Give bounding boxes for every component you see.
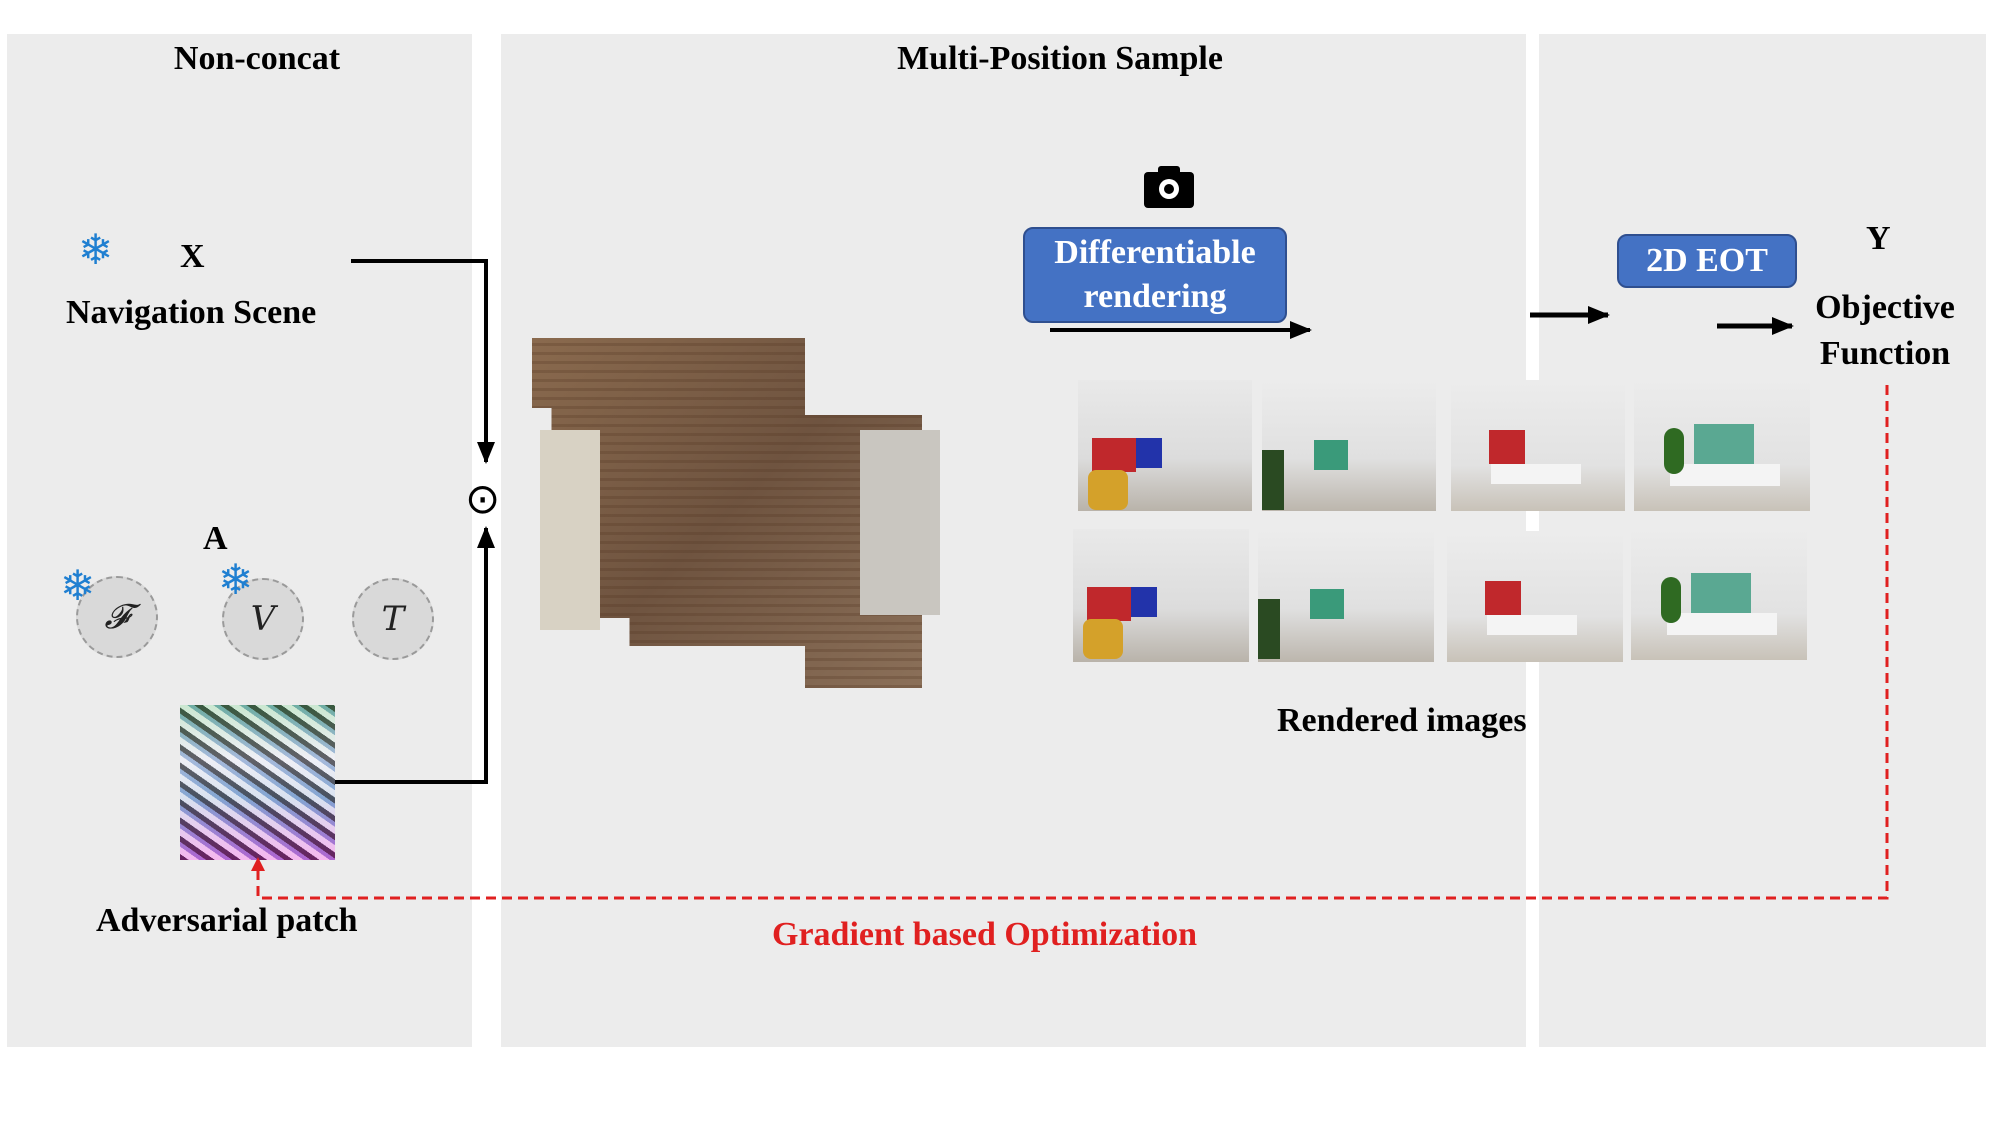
floor-plan-room xyxy=(860,430,940,615)
2d-eot-label: 2D EOT xyxy=(1646,242,1768,279)
panel-non-concat xyxy=(7,34,472,1047)
rendered-image xyxy=(1073,529,1249,662)
snowflake-icon: ❄ xyxy=(218,558,254,604)
hadamard-operator: ⊙ xyxy=(465,474,501,523)
objective-line2: Function xyxy=(1819,335,1951,372)
2d-eot-box: 2D EOT xyxy=(1617,234,1797,288)
snowflake-icon: ❄ xyxy=(60,564,96,610)
multi-position-title: Multi-Position Sample xyxy=(897,40,1223,77)
camera-icon xyxy=(1144,166,1194,208)
rendered-image xyxy=(1258,529,1434,662)
a-label: A xyxy=(203,520,228,557)
module-t-circle: T xyxy=(352,578,434,660)
snowflake-icon: ❄ xyxy=(78,228,114,274)
module-v-circle: V xyxy=(222,578,304,660)
adversarial-patch-image xyxy=(180,705,335,860)
scene-to-operator-arrow xyxy=(351,259,495,464)
rendered-image xyxy=(1447,531,1623,662)
navigation-scene-label: Navigation Scene xyxy=(66,294,317,331)
differentiable-rendering-box: Differentiable rendering xyxy=(1023,227,1287,323)
rendering-label-line1: Differentiable xyxy=(1054,234,1256,271)
rendered-image xyxy=(1078,380,1252,511)
rendered-image xyxy=(1631,527,1807,660)
objective-line1: Objective xyxy=(1815,289,1955,326)
gradient-optimization-label: Gradient based Optimization xyxy=(772,916,1198,953)
non-concat-title: Non-concat xyxy=(173,40,341,77)
patch-to-operator-arrow xyxy=(335,526,495,784)
rendered-image xyxy=(1262,380,1436,511)
objective-function-label: Objective Function xyxy=(1790,285,1980,377)
rendered-image xyxy=(1634,378,1810,511)
adversarial-patch-label: Adversarial patch xyxy=(96,902,358,939)
rendered-images-label: Rendered images xyxy=(1277,702,1527,739)
gradient-feedback-arrow xyxy=(251,385,1889,900)
floor-plan-kitchen xyxy=(540,430,600,630)
y-label: Y xyxy=(1866,220,1891,257)
rendering-label-line2: rendering xyxy=(1083,278,1227,315)
rendered-image xyxy=(1451,380,1625,511)
x-label: X xyxy=(180,238,205,275)
module-f-circle: 𝓕 xyxy=(76,576,158,658)
